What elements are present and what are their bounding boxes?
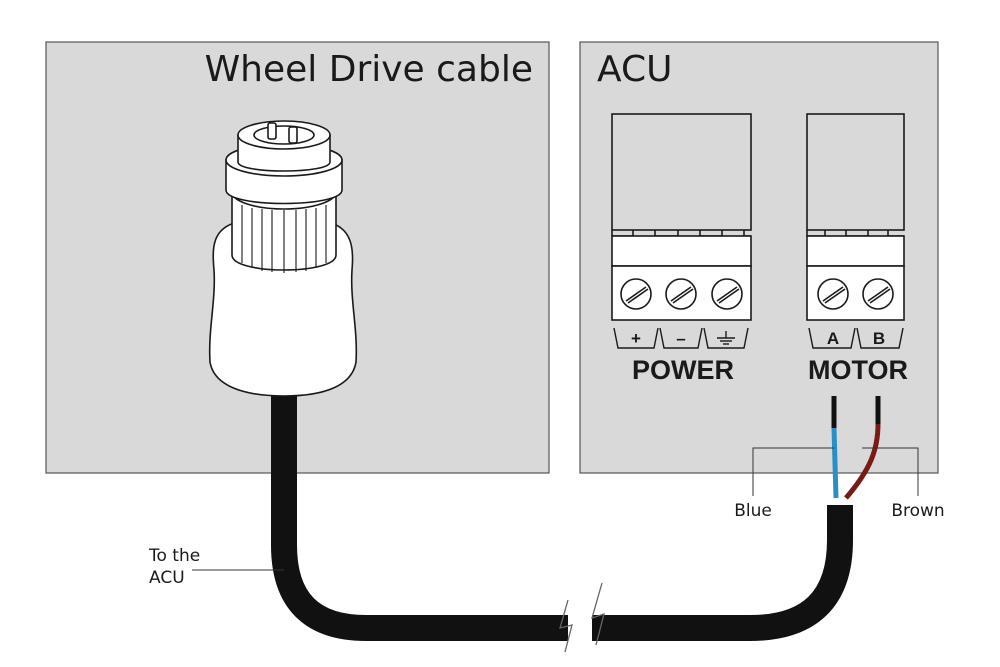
callout-lines (192, 447, 919, 571)
drive-cable (271, 380, 853, 653)
earth-ground-icon (717, 331, 735, 345)
power-screw-icons (620, 278, 743, 310)
round-connector-icon (208, 120, 358, 397)
motor-terminal-block (806, 113, 905, 349)
cable-note-line1: To the (148, 546, 200, 566)
cable-note-line2: ACU (149, 568, 185, 588)
brown-wire-label: Brown (891, 501, 944, 521)
motor-pin-b: B (873, 329, 885, 348)
blue-wire-label: Blue (734, 501, 772, 521)
motor-label: MOTOR (808, 355, 908, 385)
cable-panel-title: Wheel Drive cable (205, 49, 533, 90)
motor-pin-a: A (827, 329, 839, 348)
cable-break-icon (559, 599, 573, 653)
power-pin-minus: – (676, 329, 685, 348)
acu-panel-title: ACU (597, 49, 672, 90)
motor-screw-icons (817, 278, 894, 310)
power-terminal-block (611, 113, 752, 349)
power-pin-plus: + (631, 329, 641, 348)
power-label: POWER (632, 355, 734, 385)
motor-wires (831, 396, 881, 500)
